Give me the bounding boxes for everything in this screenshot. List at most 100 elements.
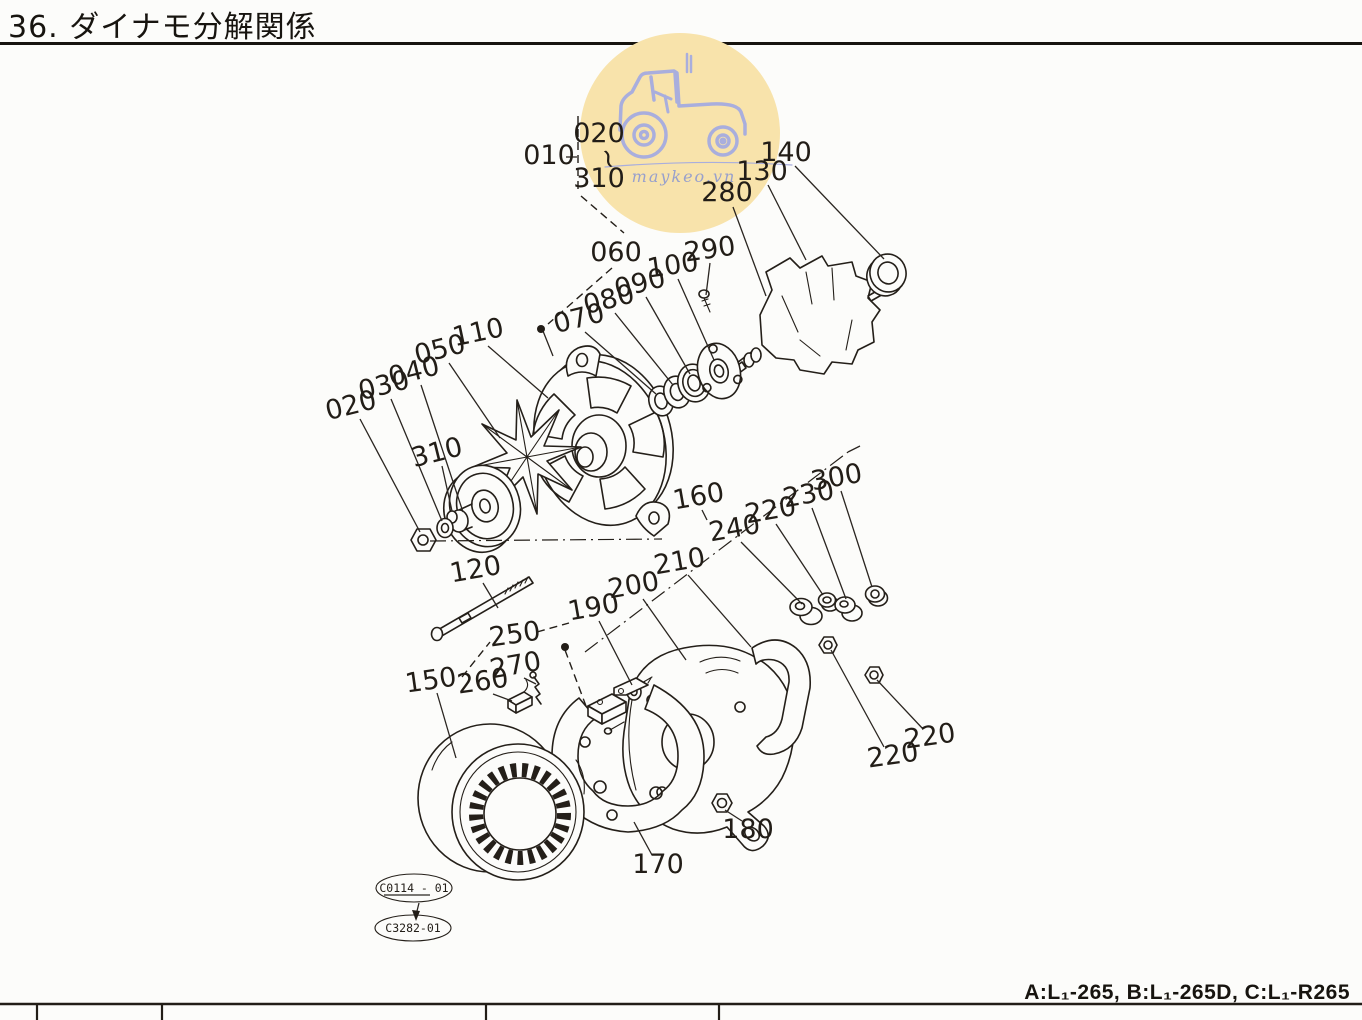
leader-line: [448, 362, 501, 439]
code-bubble: [375, 873, 453, 903]
leader-line: [436, 692, 457, 759]
pulley-group: [410, 464, 522, 554]
part-label-190: 190: [565, 588, 621, 627]
brush-holder-assembly: [507, 671, 649, 725]
leader-line: [732, 206, 767, 297]
nut-300: [864, 585, 889, 607]
brush-260: [507, 679, 533, 714]
nut-220: [818, 636, 838, 654]
leader-line: [492, 693, 513, 702]
part-label-140: 140: [760, 137, 812, 168]
leader-line: [775, 523, 824, 596]
winding-bulge: [431, 741, 585, 795]
part-label-100: 100: [645, 247, 700, 285]
nut-180: [711, 793, 733, 813]
leader-line: [542, 330, 554, 357]
bearing-retainer-100: [696, 342, 743, 400]
pulley-nut-020: [410, 528, 437, 552]
leader-line: [359, 418, 421, 533]
part-label-010: 010: [523, 140, 575, 171]
stator-teeth: [469, 763, 571, 865]
reference-bubbles: C0114 - 01 C3282-01: [374, 873, 453, 942]
part-label-170: 170: [632, 849, 684, 880]
part-label-310: 310: [573, 163, 625, 194]
leader-line: [614, 312, 674, 386]
bolt-head: [430, 626, 444, 642]
watermark: maykeo.vn: [580, 33, 793, 233]
bubble-arrowhead: [412, 910, 420, 921]
centre-line: [429, 538, 663, 542]
part-label-220: 220: [865, 737, 920, 775]
part-label-150: 150: [403, 662, 458, 700]
stator-bore: [483, 777, 557, 851]
leader-line: [767, 184, 807, 261]
leader-lines: [359, 116, 924, 856]
leader-line: [420, 384, 464, 513]
model-applicability-note: A:L₁-265, B:L₁-265D, C:L₁-R265: [1024, 981, 1350, 1004]
dashed-leader: [564, 649, 587, 707]
code-bubble-text: C0114 - 01: [379, 881, 448, 895]
leader-line: [523, 677, 537, 685]
seal-stack: [647, 342, 743, 417]
leader-line: [390, 398, 443, 522]
leader-line: [840, 490, 873, 588]
leader-line: [645, 296, 691, 375]
part-label-210: 210: [651, 542, 707, 581]
part-label-220: 220: [902, 718, 957, 756]
claw-edges: [781, 267, 853, 357]
bearing-140: [866, 253, 907, 297]
part-label-290: 290: [682, 231, 737, 269]
stator-150: [417, 723, 585, 881]
dashed-leader: [461, 641, 491, 678]
part-label-250: 250: [487, 616, 542, 654]
leader-line: [705, 262, 711, 296]
insulator-bushing-240: [789, 597, 823, 626]
leader-line: [441, 465, 453, 512]
part-label-260: 260: [455, 663, 510, 701]
leader-line: [876, 679, 924, 730]
part-label-310: 310: [408, 431, 466, 474]
through-bolt-120: [430, 576, 534, 642]
code-bubble-text: C3282-01: [385, 921, 440, 935]
slip-ring: [750, 347, 762, 363]
leader-line: [701, 509, 708, 521]
leader-line: [633, 821, 653, 856]
part-label-130: 130: [736, 156, 788, 187]
leader-line: [642, 598, 687, 661]
leader-line: [794, 165, 885, 260]
part-label-120: 120: [447, 550, 503, 589]
nut-220: [864, 666, 884, 684]
leader-dot: [537, 325, 545, 333]
leader-line: [677, 278, 715, 361]
part-label-240: 240: [706, 509, 762, 548]
dashed-leader: [580, 195, 625, 234]
rotor-claw-poles: [759, 255, 881, 375]
leader-line: [724, 809, 743, 822]
rear-cover-210: [751, 639, 812, 756]
part-label-020: 020: [322, 384, 380, 427]
spring-washer-030: [436, 517, 454, 539]
part-label-180: 180: [722, 814, 774, 845]
part-label-160: 160: [670, 477, 726, 516]
footer-table-rule: [0, 1002, 1362, 1020]
tractor-icon: [604, 52, 793, 168]
leader-line: [584, 331, 657, 395]
leader-line: [830, 649, 885, 748]
dashed-leader: [547, 267, 613, 325]
leader-line: [487, 345, 549, 399]
brush-spring-270: [529, 671, 542, 705]
leader-line: [847, 445, 861, 453]
dashed-leader: [536, 622, 570, 633]
leader-line: [598, 620, 633, 686]
watermark-text: maykeo.vn: [632, 167, 737, 186]
bushing-230: [834, 596, 863, 622]
leader-line: [740, 541, 803, 605]
bolt-threads: [504, 576, 529, 595]
page-title: 36. ダイナモ分解関係: [8, 10, 317, 45]
vent-slots: [699, 656, 741, 674]
part-label-070: 070: [550, 297, 608, 340]
part-label-020: 020: [573, 118, 625, 149]
